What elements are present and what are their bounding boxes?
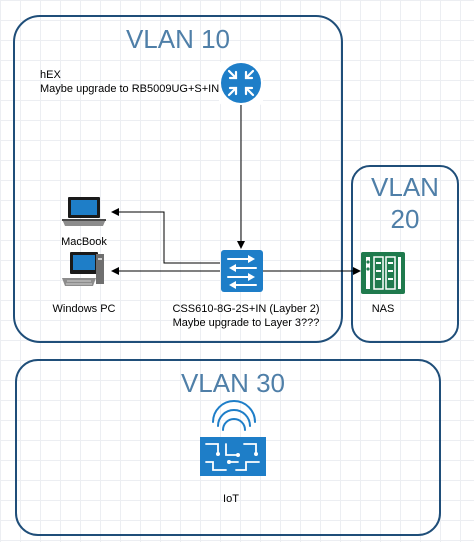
vlan-30-title: VLAN 30 (181, 368, 285, 398)
vlan-10-zone: VLAN 10 (13, 15, 343, 343)
router-upgrade-note: Maybe upgrade to RB5009UG+S+IN (40, 83, 219, 95)
vlan-10-title: VLAN 10 (126, 24, 230, 54)
vlan-20-zone: VLAN 20 (351, 165, 459, 343)
router-name-label: hEX (40, 69, 61, 81)
desktop-pc-icon (62, 252, 104, 286)
switch-upgrade-note: Maybe upgrade to Layer 3??? (173, 317, 320, 329)
iot-label: IoT (223, 493, 239, 505)
macbook-label: MacBook (61, 236, 107, 248)
iot-device[interactable] (200, 400, 266, 476)
macbook-device[interactable] (62, 197, 106, 226)
switch-device[interactable] (221, 250, 263, 292)
vlan-20-title-line2: 20 (391, 204, 420, 234)
switch-to-macbook-link (111, 208, 220, 264)
router-icon (219, 61, 263, 105)
vlan-20-title-line1: VLAN (371, 172, 439, 202)
laptop-icon (62, 197, 106, 226)
router-device[interactable] (219, 61, 263, 105)
nas-device[interactable] (361, 252, 405, 294)
switch-name-label: CSS610-8G-2S+IN (Layber 2) (172, 303, 319, 315)
windows-pc-device[interactable] (62, 252, 104, 286)
vlan-30-zone: VLAN 30 (15, 359, 441, 536)
switch-icon (221, 250, 263, 292)
nas-label: NAS (372, 303, 395, 315)
nas-icon (361, 252, 405, 294)
windows-pc-label: Windows PC (53, 303, 116, 315)
iot-icon (200, 400, 266, 476)
